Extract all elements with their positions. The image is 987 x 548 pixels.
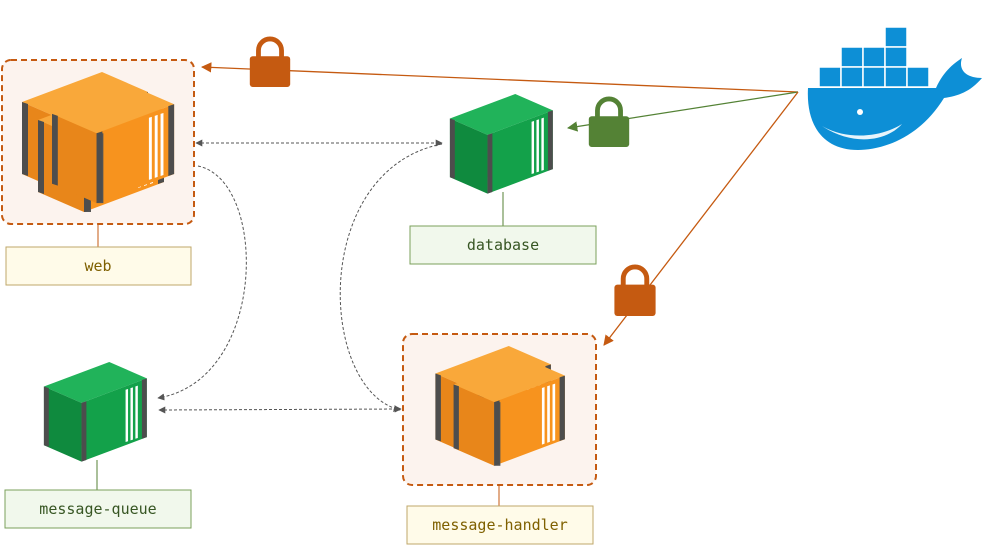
database-label-box — [409, 225, 597, 265]
padlock-icon — [589, 99, 629, 147]
service-connectors — [157, 139, 443, 414]
database-message-handler-connector — [339, 143, 443, 412]
padlock-icon — [250, 39, 290, 87]
shipping-container-icon — [449, 94, 553, 194]
web-service: web — [1, 59, 195, 286]
database-service: database — [409, 94, 597, 265]
message-queue-handler-connector — [158, 405, 402, 414]
docker-to-web-arrow — [200, 62, 799, 93]
message-handler-label: message-handler — [432, 516, 567, 534]
web-label-box — [5, 246, 192, 286]
message-handler-service: message-handler — [402, 333, 597, 545]
docker-whale-icon — [807, 26, 982, 150]
web-label: web — [84, 257, 111, 275]
message-queue-service: message-queue — [4, 362, 192, 529]
shipping-container-icon — [43, 362, 147, 462]
message-queue-label-box — [4, 489, 192, 529]
message-queue-label: message-queue — [39, 500, 156, 518]
database-label: database — [467, 236, 539, 254]
padlock-icon — [614, 267, 655, 316]
message-handler-label-box — [406, 505, 594, 545]
